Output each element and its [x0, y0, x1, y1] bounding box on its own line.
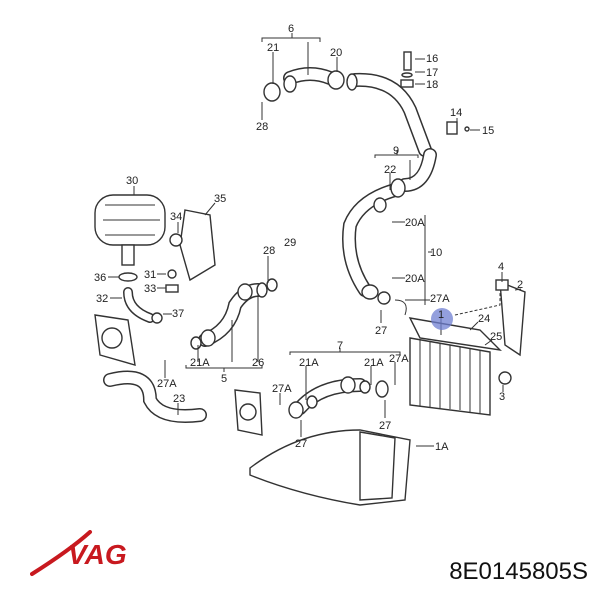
callout-label[interactable]: 30 [126, 175, 138, 187]
callout-label[interactable]: 28 [256, 121, 268, 133]
lower-left-hoses [94, 278, 278, 436]
callout-label[interactable]: 27A [157, 378, 177, 390]
callout-label[interactable]: 33 [144, 283, 156, 295]
callout-label[interactable]: 9 [393, 145, 399, 157]
callout-label[interactable]: 37 [172, 308, 184, 320]
callout-label[interactable]: 34 [170, 211, 182, 223]
callout-label[interactable]: 1A [435, 441, 449, 453]
callout-label[interactable]: 36 [94, 272, 106, 284]
callout-label[interactable]: 27A [389, 353, 409, 365]
middle-hose [342, 178, 407, 316]
callout-label[interactable]: 16 [426, 53, 438, 65]
callout-label[interactable]: 20A [405, 273, 425, 285]
svg-text:VAG: VAG [68, 539, 127, 570]
callout-label[interactable]: 20 [330, 47, 342, 59]
callout-label[interactable]: 27A [430, 293, 450, 305]
callout-label[interactable]: 15 [482, 125, 494, 137]
vag-logo: VAG [30, 530, 127, 576]
part-number: 8E0145805S [449, 558, 588, 585]
callout-label[interactable]: 10 [430, 247, 442, 259]
callout-label[interactable]: 27 [295, 438, 307, 450]
intercooler [249, 279, 526, 506]
callout-label[interactable]: 14 [450, 107, 462, 119]
callout-label[interactable]: 28 [263, 245, 275, 257]
callout-label[interactable]: 20A [405, 217, 425, 229]
callout-label[interactable]: 25 [490, 331, 502, 343]
callout-label[interactable]: 21 [267, 42, 279, 54]
callout-label[interactable]: 18 [426, 79, 438, 91]
upper-hose [263, 51, 470, 192]
callout-label[interactable]: 27 [379, 420, 391, 432]
leader-lines [108, 33, 522, 447]
lower-hose [288, 376, 389, 419]
callout-label[interactable]: 29 [284, 237, 296, 249]
reservoir [94, 194, 216, 324]
callout-label[interactable]: 4 [498, 261, 504, 273]
callout-label[interactable]: 21A [364, 357, 384, 369]
callout-label[interactable]: 22 [384, 164, 396, 176]
callout-label[interactable]: 2 [517, 279, 523, 291]
callout-label[interactable]: 3 [499, 391, 505, 403]
callout-label[interactable]: 23 [173, 393, 185, 405]
callout-labels: 6 21 20 16 17 18 28 14 15 9 22 20A 10 20… [94, 23, 523, 453]
callout-label[interactable]: 32 [96, 293, 108, 305]
callout-label[interactable]: 24 [478, 313, 490, 325]
callout-label[interactable]: 27A [272, 383, 292, 395]
callout-label[interactable]: 26 [252, 357, 264, 369]
parts-diagram: 6 21 20 16 17 18 28 14 15 9 22 20A 10 20… [94, 23, 526, 506]
callout-label[interactable]: 31 [144, 269, 156, 281]
callout-label[interactable]: 6 [288, 23, 294, 35]
callout-label[interactable]: 27 [375, 325, 387, 337]
callout-label[interactable]: 21A [190, 357, 210, 369]
callout-label[interactable]: 35 [214, 193, 226, 205]
callout-label[interactable]: 7 [337, 340, 343, 352]
highlight-marker [431, 308, 453, 330]
callout-label[interactable]: 21A [299, 357, 319, 369]
callout-label[interactable]: 1 [438, 309, 444, 321]
callout-label[interactable]: 17 [426, 67, 438, 79]
callout-label[interactable]: 5 [221, 373, 227, 385]
